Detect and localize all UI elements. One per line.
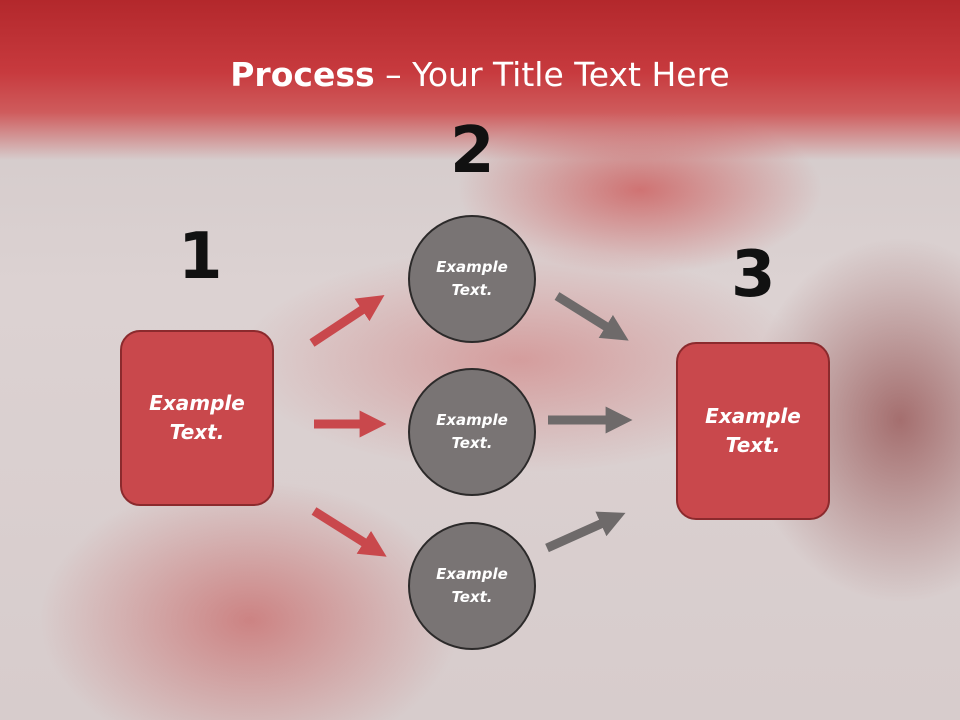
slide-title: Process – Your Title Text Here bbox=[0, 52, 960, 98]
circle-top-line-1: Example bbox=[436, 258, 508, 276]
header-band bbox=[0, 0, 960, 160]
circle-middle-line-1: Example bbox=[436, 411, 508, 429]
step-number-1: 1 bbox=[178, 220, 223, 294]
left-box-line-1: Example bbox=[149, 391, 245, 415]
arrow-left-to-bottom bbox=[311, 507, 387, 557]
arrow-top-to-right bbox=[554, 292, 629, 341]
process-circle-bottom[interactable]: Example Text. bbox=[408, 522, 536, 650]
arrow-bottom-to-right bbox=[545, 511, 626, 553]
left-process-box[interactable]: Example Text. bbox=[120, 330, 274, 506]
circle-bottom-line-2: Text. bbox=[451, 588, 493, 606]
right-process-box[interactable]: Example Text. bbox=[676, 342, 830, 520]
circle-middle-line-2: Text. bbox=[451, 434, 493, 452]
slide-title-bold: Process bbox=[230, 55, 375, 94]
circle-bottom-line-1: Example bbox=[436, 565, 508, 583]
slide-title-rest: – Your Title Text Here bbox=[374, 55, 730, 94]
process-circle-top[interactable]: Example Text. bbox=[408, 215, 536, 343]
right-box-line-2: Text. bbox=[725, 433, 781, 457]
step-number-3: 3 bbox=[731, 238, 776, 312]
arrow-left-to-top bbox=[309, 295, 385, 347]
process-circle-middle[interactable]: Example Text. bbox=[408, 368, 536, 496]
right-box-line-1: Example bbox=[705, 404, 801, 428]
left-box-line-2: Text. bbox=[169, 420, 225, 444]
step-number-2: 2 bbox=[450, 114, 495, 188]
circle-top-line-2: Text. bbox=[451, 281, 493, 299]
